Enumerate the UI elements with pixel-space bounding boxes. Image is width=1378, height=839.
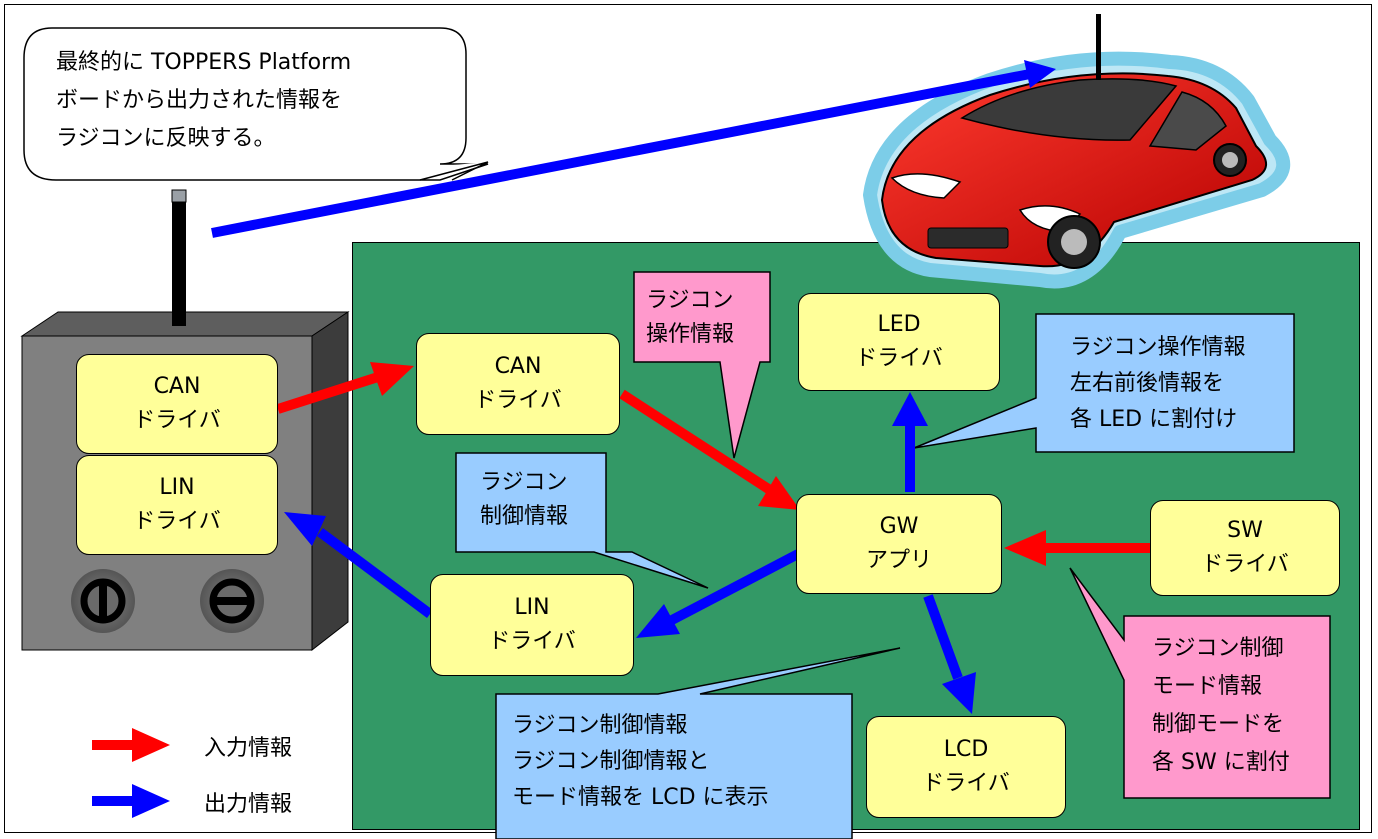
callout-led-assign-line-1: ラジコン操作情報 bbox=[1070, 335, 1246, 360]
board-led-driver: LED ドライバ bbox=[798, 293, 1000, 391]
board-gw-sub: アプリ bbox=[865, 548, 932, 573]
board-lin-sub: ドライバ bbox=[488, 629, 576, 654]
callout-lcd-display: ラジコン制御情報 ラジコン制御情報と モード情報を LCD に表示 bbox=[512, 708, 769, 816]
antenna bbox=[172, 190, 186, 326]
callout-radio-ctrl-shape bbox=[455, 452, 709, 589]
board-lin-label: LIN bbox=[514, 595, 550, 620]
callout-led-assign-line-3: 各 LED に割付け bbox=[1070, 407, 1238, 432]
board-lcd-label: LCD bbox=[943, 737, 989, 762]
legend-output-arrow bbox=[132, 784, 170, 818]
output-arrows bbox=[284, 392, 976, 714]
legend-input-arrow bbox=[132, 728, 170, 762]
speech-bubble-text: 最終的に TOPPERS Platform ボードから出力された情報を ラジコン… bbox=[56, 44, 351, 158]
board-sw-label: SW bbox=[1227, 518, 1263, 543]
board-can-driver: CAN ドライバ bbox=[416, 333, 620, 435]
controller-can-label: CAN bbox=[153, 374, 201, 399]
callout-sw-assign-shape bbox=[1069, 567, 1331, 799]
callout-sw-assign-line-2: モード情報 bbox=[1152, 674, 1263, 699]
board-gw-app: GW アプリ bbox=[796, 494, 1002, 594]
callout-radio-ctrl-line-1: ラジコン bbox=[480, 470, 568, 495]
legend-input-label: 入力情報 bbox=[204, 736, 293, 761]
controller-lin-label: LIN bbox=[159, 475, 195, 500]
board-sw-driver: SW ドライバ bbox=[1150, 500, 1340, 596]
controller-lin-driver: LIN ドライバ bbox=[76, 455, 278, 555]
callout-lcd-display-line-2: ラジコン制御情報と bbox=[512, 749, 710, 774]
callout-radio-ctrl-line-2: 制御情報 bbox=[480, 504, 569, 529]
callout-radio-op-shape bbox=[633, 271, 771, 459]
board-led-label: LED bbox=[877, 312, 921, 337]
speech-line-2: ボードから出力された情報を bbox=[56, 88, 343, 113]
callout-led-assign: ラジコン操作情報 左右前後情報を 各 LED に割付け bbox=[1070, 330, 1246, 438]
callout-sw-assign-line-4: 各 SW に割付 bbox=[1152, 750, 1290, 775]
board-can-sub: ドライバ bbox=[474, 388, 562, 413]
controller-can-driver: CAN ドライバ bbox=[76, 354, 278, 454]
board-sw-sub: ドライバ bbox=[1201, 552, 1289, 577]
board-led-sub: ドライバ bbox=[855, 346, 943, 371]
speech-line-1: 最終的に TOPPERS Platform bbox=[56, 50, 352, 75]
callout-lcd-display-line-3: モード情報を LCD に表示 bbox=[512, 785, 769, 810]
controller-can-sub: ドライバ bbox=[133, 408, 221, 433]
rc-car-image bbox=[863, 14, 1291, 289]
input-arrows bbox=[276, 362, 1150, 566]
board-gw-label: GW bbox=[879, 514, 919, 539]
board-lcd-driver: LCD ドライバ bbox=[866, 716, 1066, 818]
callout-radio-op-line-2: 操作情報 bbox=[646, 322, 735, 347]
board-can-label: CAN bbox=[494, 354, 542, 379]
controller-lin-sub: ドライバ bbox=[133, 509, 221, 534]
callout-radio-op-line-1: ラジコン bbox=[646, 288, 734, 313]
callout-lcd-display-line-1: ラジコン制御情報 bbox=[512, 713, 688, 738]
callout-radio-op: ラジコン 操作情報 bbox=[646, 284, 734, 352]
car-antenna bbox=[1096, 14, 1101, 80]
callout-led-assign-line-2: 左右前後情報を bbox=[1070, 371, 1225, 396]
callout-radio-ctrl: ラジコン 制御情報 bbox=[480, 466, 568, 534]
board-lin-driver: LIN ドライバ bbox=[430, 574, 634, 676]
callout-lcd-display-shape bbox=[495, 647, 901, 839]
legend-output-label: 出力情報 bbox=[204, 792, 293, 817]
transmit-arrow bbox=[1024, 60, 1056, 88]
callout-led-assign-shape bbox=[913, 313, 1295, 453]
callout-sw-assign-line-3: 制御モードを bbox=[1152, 712, 1285, 737]
speech-line-3: ラジコンに反映する。 bbox=[56, 126, 276, 151]
callout-sw-assign-line-1: ラジコン制御 bbox=[1152, 636, 1284, 661]
callout-sw-assign: ラジコン制御 モード情報 制御モードを 各 SW に割付 bbox=[1152, 630, 1290, 782]
board-lcd-sub: ドライバ bbox=[922, 771, 1010, 796]
